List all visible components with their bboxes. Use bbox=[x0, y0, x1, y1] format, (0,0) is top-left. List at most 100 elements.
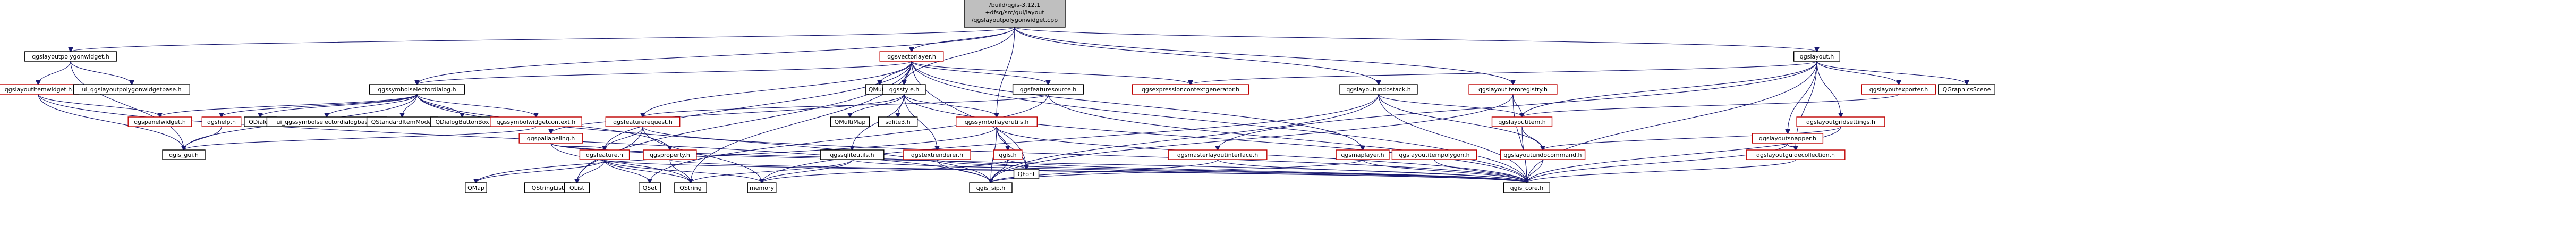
edge-qgssqliteutils-h-to-qstring bbox=[691, 159, 853, 183]
node-sqlite3-h[interactable]: sqlite3.h bbox=[878, 116, 918, 127]
edge-qgslayoutexporter-h-to-qgslayoutitem-h bbox=[1522, 94, 1899, 117]
node-label: qgsfeaturesource.h bbox=[1020, 86, 1076, 93]
edge-qgsvectorlayer-h-to-qgsfeature-h bbox=[605, 61, 912, 150]
edge-qgssymbolwidgetcontext-h-to-qgsgui-h bbox=[184, 126, 537, 150]
node-qgslayoutitempolygon-h[interactable]: qgslayoutitempolygon.h bbox=[1391, 149, 1477, 160]
node-qgsmasterlayoutinterface-h[interactable]: qgsmasterlayoutinterface.h bbox=[1168, 149, 1268, 160]
node-qgslayoutpolygonwidget-h[interactable]: qgslayoutpolygonwidget.h bbox=[24, 51, 117, 62]
edge-qgssymbolselectordialog-h-to-qgssymbolwidgetcontext-h bbox=[416, 94, 536, 117]
edge-root-to-qgslayoutitemregistry-h bbox=[1014, 27, 1513, 85]
node-label: qgslayoutundostack.h bbox=[1346, 86, 1410, 93]
edge-qgslayoutsnapper-h-to-qgslayoutguidecollection-h bbox=[1787, 143, 1796, 150]
node-box bbox=[820, 149, 885, 160]
node-box bbox=[1168, 149, 1268, 160]
node-label: ui_qgssymbolselectordialogbase.h bbox=[277, 119, 377, 126]
node-qgis-core-h[interactable]: qgis_core.h bbox=[1503, 182, 1550, 193]
node-qgsfeature-h[interactable]: qgsfeature.h bbox=[579, 149, 630, 160]
node-qgsvectorlayer-h[interactable]: qgsvectorlayer.h bbox=[879, 51, 944, 62]
edge-qgsfeaturerequest-h-to-qgis-core-h bbox=[642, 126, 1527, 183]
edge-qgsgridsettings-h-to-qgslayoutundocommand-h bbox=[1543, 126, 1841, 150]
root-file-label-line-1: /build/qgis-3.12.1 bbox=[989, 2, 1040, 9]
node-label: qgis_sip.h bbox=[976, 185, 1006, 191]
node-qgslayoutundocommand-h[interactable]: qgslayoutundocommand.h bbox=[1500, 149, 1586, 160]
edge-qgssymbolselectordialog-h-to-qdialog bbox=[260, 94, 418, 117]
edge-qgspallabeling-h-to-qgsfeature-h bbox=[550, 143, 605, 150]
root-file-label-line-3: /qgslayoutpolygonwidget.cpp bbox=[972, 16, 1058, 23]
node-qgsproperty-h[interactable]: qgsproperty.h bbox=[643, 149, 697, 160]
node-box bbox=[1500, 149, 1586, 160]
edge-qgslayout-h-to-qgslayoutexporter-h bbox=[1816, 61, 1899, 85]
node-qgstextrenderer-h[interactable]: qgstextrenderer.h bbox=[903, 149, 971, 160]
node-qgraphicsscene[interactable]: QGraphicsScene bbox=[1938, 84, 1995, 95]
node-box bbox=[1746, 149, 1846, 160]
node-qgslayoutundostack-h[interactable]: qgslayoutundostack.h bbox=[1339, 84, 1418, 95]
node-memory[interactable]: memory bbox=[747, 182, 777, 193]
node-qgslayout-h[interactable]: qgslayout.h bbox=[1793, 51, 1840, 62]
node-qset[interactable]: QSet bbox=[639, 182, 661, 193]
node-label: qgsexpressioncontextgenerator.h bbox=[1142, 86, 1239, 93]
edge-qgslayoutundostack-h-to-qgslayoutundocommand-h bbox=[1378, 94, 1543, 150]
node-box bbox=[1793, 51, 1840, 62]
node-qgsfeaturerequest-h[interactable]: qgsfeaturerequest.h bbox=[605, 116, 681, 127]
node-box bbox=[1336, 149, 1390, 160]
edge-qgsmaplayer-h-to-qgis-sip-h bbox=[991, 159, 1363, 183]
node-qgsstyle-h[interactable]: qgsstyle.h bbox=[882, 84, 926, 95]
edge-qgslayoutpolygonwidget-h-to-ui-qgslayoutpolygonwidgetbase-h bbox=[70, 61, 132, 85]
edge-root-to-qgssymbolselectordialog-h bbox=[417, 27, 1015, 85]
node-qgsmaplayer-h[interactable]: qgsmaplayer.h bbox=[1336, 149, 1390, 160]
node-label: qgslayoutexporter.h bbox=[1869, 86, 1928, 93]
node-label: memory bbox=[750, 185, 774, 191]
node-qfont[interactable]: QFont bbox=[1013, 169, 1040, 179]
node-ui-qgslayoutpolygonwidgetbase-h[interactable]: ui_qgslayoutpolygonwidgetbase.h bbox=[73, 84, 191, 95]
node-box bbox=[955, 116, 1038, 127]
node-qgspanelwidget-h[interactable]: qgspanelwidget.h bbox=[127, 116, 192, 127]
edge-qgslayoutpolygonwidget-h-to-qgsgui-h bbox=[70, 61, 184, 150]
node-qgsgridsettings-h[interactable]: qgslayoutgridsettings.h bbox=[1796, 116, 1885, 127]
node-label: qgslayout.h bbox=[1800, 53, 1834, 60]
edge-qgslayoutundostack-h-to-qgis-core-h bbox=[1378, 94, 1527, 183]
node-ui-qgssymbolselectordialogbase-h[interactable]: ui_qgssymbolselectordialogbase.h bbox=[266, 116, 387, 127]
node-box bbox=[201, 116, 242, 127]
node-label: qgssymbollayerutils.h bbox=[965, 119, 1029, 126]
edge-qgis-h-to-qgis-core-h bbox=[1007, 159, 1527, 183]
node-qgssqliteutils-h[interactable]: qgssqliteutils.h bbox=[820, 149, 885, 160]
node-qmap[interactable]: QMap bbox=[465, 182, 487, 193]
node-qgslayoutguidecollection-h[interactable]: qgslayoutguidecollection.h bbox=[1746, 149, 1846, 160]
node-qgssymbolwidgetcontext-h[interactable]: qgssymbolwidgetcontext.h bbox=[490, 116, 582, 127]
node-qgsfeaturesource-h[interactable]: qgsfeaturesource.h bbox=[1012, 84, 1084, 95]
node-box bbox=[162, 149, 206, 160]
node-qgsexpressioncontextgenerator-h[interactable]: qgsexpressioncontextgenerator.h bbox=[1132, 84, 1249, 95]
node-qgssymbollayerutils-h[interactable]: qgssymbollayerutils.h bbox=[955, 116, 1038, 127]
node-qdialogbuttonbox[interactable]: QDialogButtonBox bbox=[430, 116, 495, 127]
node-qgssymbolselectordialog-h[interactable]: qgssymbolselectordialog.h bbox=[369, 84, 465, 95]
node-qstandarditemmodel[interactable]: QStandardItemModel bbox=[366, 116, 438, 127]
node-qgslayoutitemregistry-h[interactable]: qgslayoutitemregistry.h bbox=[1468, 84, 1558, 95]
node-qmultimap[interactable]: QMultiMap bbox=[830, 116, 870, 127]
edge-qgslayoutundostack-h-to-qgis-sip-h bbox=[991, 94, 1379, 183]
node-qstringlist[interactable]: QStringList bbox=[524, 182, 572, 193]
node-qstring[interactable]: QString bbox=[674, 182, 707, 193]
node-label: qgsmasterlayoutinterface.h bbox=[1177, 152, 1258, 158]
edge-root-to-qgslayout-h bbox=[1014, 27, 1817, 52]
node-qgslayoutitemwidget-h[interactable]: qgslayoutitemwidget.h bbox=[0, 84, 80, 95]
node-qgslayoutitem-h[interactable]: qgslayoutitem.h bbox=[1491, 116, 1553, 127]
node-qgslayoutexporter-h[interactable]: qgslayoutexporter.h bbox=[1861, 84, 1936, 95]
root-file-node[interactable]: /build/qgis-3.12.1 +dfsg/src/gui/layout … bbox=[964, 0, 1066, 28]
edge-qgssymbolselectordialog-h-to-ui-qgssymbolselectordialogbase-h bbox=[327, 94, 418, 117]
edge-qgssymbolselectordialog-h-to-qgis-sip-h bbox=[416, 94, 991, 183]
edge-qgslayoutpolygonwidget-h-to-qgslayoutitemwidget-h bbox=[38, 61, 71, 85]
edge-root-to-qgslayoutpolygonwidget-h bbox=[71, 27, 1015, 52]
node-qgspallabeling-h[interactable]: qgspallabeling.h bbox=[518, 133, 583, 144]
node-label: qgslayoutguidecollection.h bbox=[1756, 152, 1835, 158]
node-qgsgui-h[interactable]: qgis_gui.h bbox=[162, 149, 206, 160]
node-qgis-h[interactable]: qgis.h bbox=[993, 149, 1023, 160]
edge-qgsmaplayer-h-to-qgis-core-h bbox=[1362, 159, 1527, 183]
node-qlist[interactable]: QList bbox=[564, 182, 590, 193]
node-qgslayoutsnapper-h[interactable]: qgslayoutsnapper.h bbox=[1752, 133, 1824, 144]
edge-qgsvectorlayer-h-to-qgsmaplayer-h bbox=[911, 61, 1363, 150]
node-qgshelp-h[interactable]: qgshelp.h bbox=[201, 116, 242, 127]
edge-qgssqliteutils-h-to-memory bbox=[762, 159, 853, 183]
edge-qgsstyle-h-to-qgspallabeling-h bbox=[551, 94, 905, 133]
node-qgis-sip-h[interactable]: qgis_sip.h bbox=[969, 182, 1013, 193]
